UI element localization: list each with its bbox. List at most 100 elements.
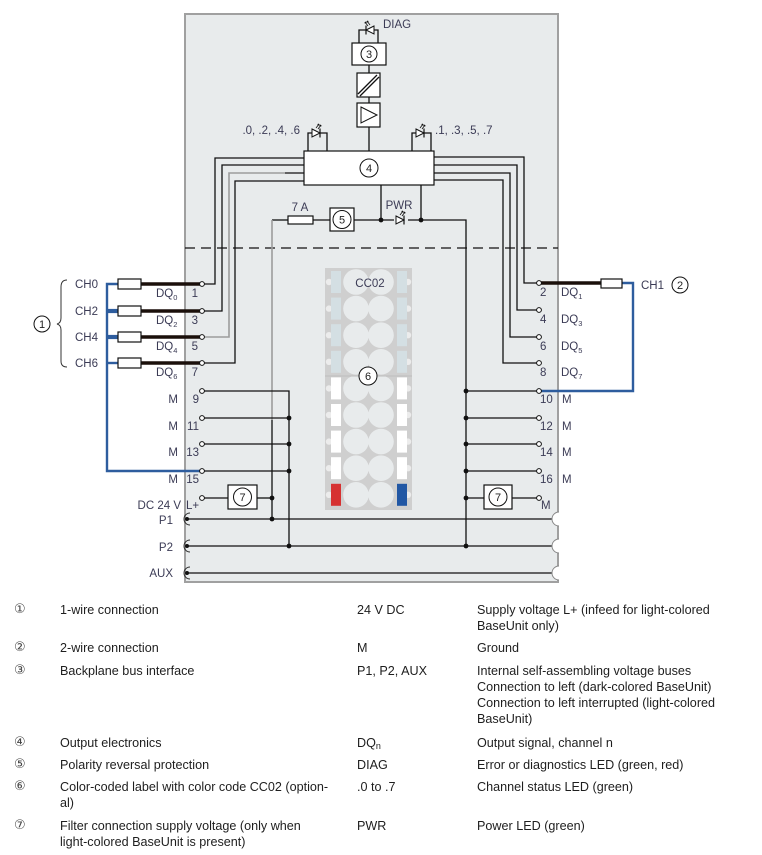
label-row-marker-right xyxy=(397,271,407,293)
backplane-bus-interface-block: 3 xyxy=(351,42,387,66)
terminal xyxy=(199,281,205,287)
wire-dq6 xyxy=(202,180,304,364)
legend-description: Supply voltage L+ (infeed for light-colo… xyxy=(477,603,710,617)
wiring-diagram: DIAG 3 .0, .2, .4, .6 .1, .3, .5, .7 xyxy=(33,13,689,583)
terminal-number: 9 xyxy=(193,394,199,406)
output-electronics-block: 4 xyxy=(303,150,435,186)
label-row-marker-left xyxy=(331,377,341,400)
bus-label: AUX xyxy=(149,568,173,580)
voltage-buses: P1 P2 AUX xyxy=(149,511,560,581)
wire-dq0 xyxy=(202,157,304,285)
legend-term: DIAG xyxy=(357,758,388,772)
channel-label: CH1 xyxy=(641,280,664,292)
legend-term: PWR xyxy=(357,819,387,833)
label-row-led-window xyxy=(368,428,394,455)
callout-circle xyxy=(358,366,378,386)
label-row-led-window xyxy=(368,269,394,295)
isolation-converter-block xyxy=(356,72,381,98)
diag-led-label: DIAG xyxy=(383,19,411,31)
signal-label: DQ7 xyxy=(561,367,582,381)
callout-number: 7 xyxy=(495,492,501,504)
supply-voltage-label: DC 24 V xyxy=(138,500,182,512)
signal-label: DQ6 xyxy=(156,367,177,381)
bus-connector-left-icon xyxy=(183,566,191,580)
wire-dq2 xyxy=(202,164,304,312)
terminal xyxy=(536,334,542,340)
label-row-tab-left xyxy=(325,465,333,472)
signal-label: DQ4 xyxy=(156,341,177,355)
ground-label: M xyxy=(562,474,572,486)
callout-circle xyxy=(671,276,689,294)
label-row-marker-right xyxy=(397,350,407,373)
legend-number: ⑦ xyxy=(14,818,26,833)
amplifier-block xyxy=(356,102,381,128)
led-group-even-label: .0, .2, .4, .6 xyxy=(242,125,300,137)
callout-number: 1 xyxy=(39,319,45,331)
terminal xyxy=(199,360,205,366)
bus-label: P2 xyxy=(159,542,173,554)
callout-number: 2 xyxy=(677,280,683,292)
signal-label: DQ5 xyxy=(561,341,582,355)
label-row-led-window xyxy=(368,402,394,428)
label-row-marker-right xyxy=(397,457,407,480)
channel-led-odd: .1, .3, .5, .7 xyxy=(411,123,493,151)
bus-connector-left-icon xyxy=(183,512,191,526)
label-row-led-window xyxy=(343,295,369,322)
bus-contact-dot xyxy=(185,517,189,521)
bus-connector-right-icon xyxy=(551,538,560,554)
label-row-led-window xyxy=(368,455,394,482)
callout-circle xyxy=(332,210,352,229)
terminal-number: 8 xyxy=(540,367,546,379)
channel-label: CH4 xyxy=(75,332,99,344)
pwr-led-label: PWR xyxy=(386,200,413,212)
channel-label: CH6 xyxy=(75,358,98,370)
signal-label: DQ1 xyxy=(561,287,582,301)
junction-dot xyxy=(418,217,424,223)
label-row-led-window xyxy=(368,295,394,322)
label-row-marker-right xyxy=(397,430,407,453)
junction-dot xyxy=(463,468,469,474)
fuse-label: 7 A xyxy=(292,202,309,214)
legend-item: 1-wire connection xyxy=(60,603,159,617)
legend-item: al) xyxy=(60,796,74,810)
wire-dq4 xyxy=(202,172,285,338)
label-row-tab-left xyxy=(325,358,333,365)
label-row-tab-left xyxy=(325,305,333,312)
label-row-marker-left xyxy=(331,350,341,373)
fuse: 7 A xyxy=(287,202,314,225)
ground-label: M xyxy=(562,447,572,459)
bus-connector-left-icon xyxy=(183,539,191,553)
legend-description: Power LED (green) xyxy=(477,819,585,833)
legend-number: ⑥ xyxy=(14,779,26,794)
isolation-icon xyxy=(357,74,380,97)
legend-description: Ground xyxy=(477,641,520,655)
led-group-odd-label: .1, .3, .5, .7 xyxy=(435,125,493,137)
blue-ground-wire xyxy=(105,282,202,473)
legend-item: light-colored BaseUnit is present) xyxy=(60,835,246,849)
terminal-number: 13 xyxy=(186,447,199,459)
load-resistor-icon xyxy=(117,357,142,369)
junction-dot xyxy=(378,217,384,223)
legend-number: ④ xyxy=(14,735,26,750)
signal-label: DQ0 xyxy=(156,288,177,302)
callout-circle xyxy=(233,487,252,507)
legend-item: Filter connection supply voltage (only w… xyxy=(60,819,301,833)
supply-terminal-label: L+ xyxy=(186,500,199,512)
ground-label: M xyxy=(562,421,572,433)
legend-item: Output electronics xyxy=(60,736,162,750)
bus-contact-dot xyxy=(185,571,189,575)
label-row-marker-left xyxy=(331,483,341,506)
pwr-led: PWR xyxy=(386,200,413,226)
terminal xyxy=(199,495,205,501)
legend-item: Backplane bus interface xyxy=(60,664,195,678)
terminal xyxy=(199,308,205,314)
terminal-number: 16 xyxy=(540,474,553,486)
label-row-tab-left xyxy=(325,332,333,339)
ground-label: M xyxy=(168,474,178,486)
wire-dq3 xyxy=(434,164,539,311)
fuse-icon xyxy=(287,215,314,225)
legend-item: Color-coded label with color code CC02 (… xyxy=(60,780,329,794)
label-strip-code: CC02 xyxy=(355,278,384,290)
label-row-led-window xyxy=(368,482,394,508)
legend-term: M xyxy=(357,641,368,655)
